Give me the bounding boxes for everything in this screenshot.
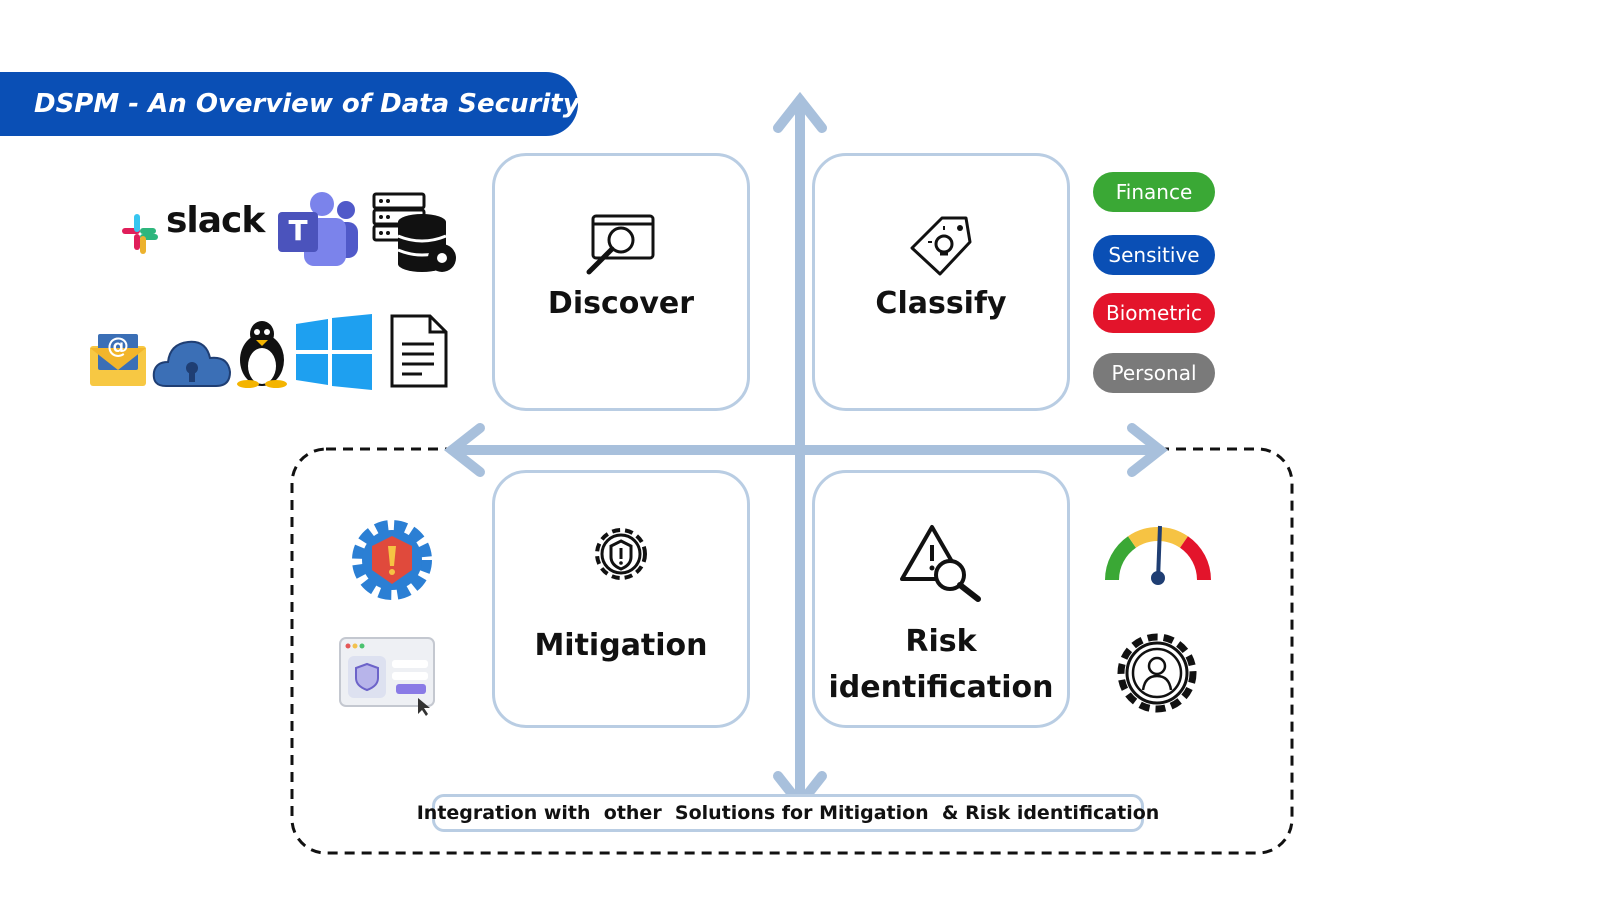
tag-lightbulb-icon (910, 216, 972, 276)
risk-identification-card: Risk identification (812, 470, 1070, 728)
database-server-icon (372, 192, 456, 272)
teams-letter: T (288, 214, 308, 247)
integration-label: Integration with other Solutions for Mit… (416, 802, 1160, 824)
horizontal-axis-arrow (443, 423, 1169, 477)
title-banner: DSPM - An Overview of Data Security (0, 72, 580, 136)
tag-biometric: Biometric (1093, 293, 1215, 333)
tag-personal: Personal (1093, 353, 1215, 393)
browser-search-icon (586, 214, 655, 275)
linux-penguin-icon (237, 321, 287, 388)
gear-shield-icon (595, 528, 647, 580)
tag-sensitive: Sensitive (1093, 235, 1215, 275)
document-icon (390, 314, 448, 388)
tag-finance: Finance (1093, 172, 1215, 212)
discover-label: Discover (547, 286, 695, 321)
security-gear-icon (352, 520, 432, 600)
classify-label: Classify (875, 286, 1007, 321)
mitigation-label: Mitigation (534, 628, 708, 663)
email-at-symbol: @ (107, 334, 129, 359)
warning-search-icon (900, 525, 981, 602)
risk-gauge-icon (1104, 525, 1212, 585)
discover-card: Discover (492, 153, 750, 411)
risk-label-line2: identification (828, 670, 1054, 705)
user-gear-icon (1117, 633, 1197, 713)
classify-card: Classify (812, 153, 1070, 411)
teams-icon (278, 192, 358, 266)
email-icon (90, 334, 146, 386)
secure-login-icon (339, 637, 435, 716)
page-title: DSPM - An Overview of Data Security (34, 89, 580, 119)
slack-logo-icon (122, 214, 158, 254)
cloud-lock-icon (152, 340, 232, 387)
integration-banner: Integration with other Solutions for Mit… (417, 794, 1159, 832)
mitigation-card: Mitigation (492, 470, 750, 728)
windows-logo-icon (296, 314, 372, 390)
risk-label-line1: Risk (905, 624, 977, 659)
slack-wordmark: slack (166, 200, 265, 241)
